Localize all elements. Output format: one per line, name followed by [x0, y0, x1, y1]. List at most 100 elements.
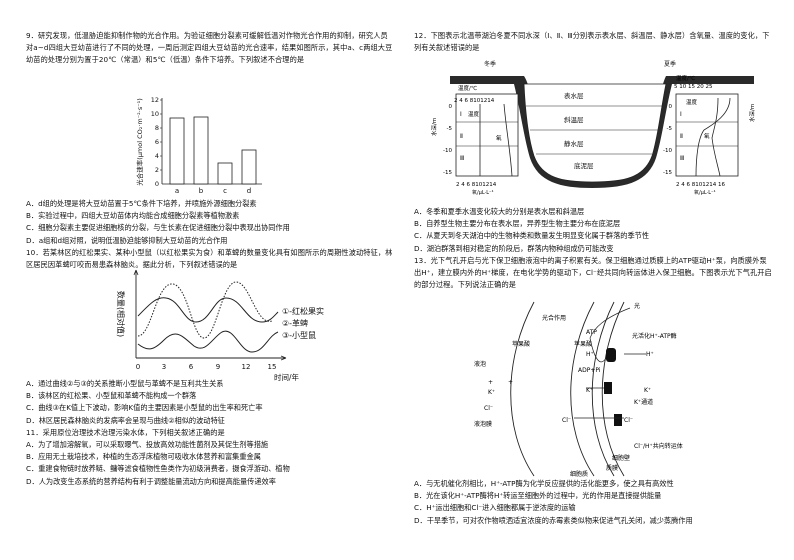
q13-cell-wall-label: 细胞壁: [612, 454, 630, 462]
q10-xtick: 3: [162, 363, 166, 371]
q12-summer-depth-tick: 0: [669, 104, 673, 110]
q13-light-label: 光: [634, 302, 640, 310]
q9-ytick: 2: [155, 166, 159, 174]
q9-option-c: C．细胞分裂素主要促进细胞核的分裂，与生长素在促进细胞分裂中表现出协同作用: [26, 223, 290, 233]
q10-option-c: C．曲线③在K值上下波动，影响K值的主要因素是小型鼠的出生率和死亡率: [26, 403, 263, 413]
q12-summer-label: 夏季: [664, 60, 676, 68]
q9-ytick: 6: [155, 138, 159, 146]
q10-option-a: A．通过曲线②与③的关系推断小型鼠与革蜱不是互利共生关系: [26, 379, 224, 388]
q9-option-a: A．d组的处理是将大豆幼苗置于5℃条件下培养，并喷施外源细胞分裂素: [26, 199, 257, 208]
q11-stem: 11．采用原位治理技术治理污染水体，下列相关叙述正确的是: [26, 427, 225, 437]
q12-winter-temp-ticks: 2 4 6 8101214: [454, 98, 495, 104]
q12-depth-tick: -5: [447, 126, 453, 132]
q12-stem: 12．下图表示北温带湖泊冬夏不同水深（Ⅰ、Ⅱ、Ⅲ分别表示表水层、斜温层、静水层）…: [414, 31, 770, 53]
q12-winter-temp-curve-label: 温度: [468, 110, 480, 118]
q12-option-c: C．从夏天到冬天湖泊中的生物种类和数量发生明显变化属于群落的季节性: [414, 231, 650, 241]
q12-depth-label: 水深/m: [430, 118, 438, 136]
q13-cl-cytoplasm: Cl⁻: [562, 417, 571, 424]
q13-option-a: A．与无机催化剂相比，H⁺-ATP酶为化学反应提供的活化能更多，使之具有高效性: [414, 479, 674, 488]
q13-malic-left: 苹果酸: [512, 340, 530, 348]
q12-winter-oxygen-curve-label: 氧: [496, 134, 502, 142]
q9-stem: 9．研究发现，低温胁迫能抑制作物的光合作用。为验证细胞分裂素可缓解低温对作物光合…: [26, 31, 393, 65]
q12-summer-depth-label: 水深/m: [748, 104, 756, 122]
q10-curve-pine-fruit: [137, 281, 273, 339]
q9-bar-b: [193, 116, 209, 185]
q12-winter-label: 冬季: [484, 60, 496, 68]
q9-bar-chart: 0 2 4 6 8 10 12 a b c: [135, 96, 262, 195]
q10-legend-mouse: ③-小型鼠: [282, 331, 316, 340]
q13-k-channel-label: K⁺通道: [634, 398, 653, 406]
q13-k-vacuole: K⁺: [488, 389, 495, 396]
q11-option-a: A．为了增加溶解氧，可以采取曝气、投放高效功能性菌剂及其促生剂等措施: [26, 440, 269, 450]
q9-bar-d: [241, 149, 257, 185]
q10-xtick: 6: [189, 363, 194, 371]
q12-winter-oxygen-ticks: 2 4 6 8101214: [456, 182, 497, 188]
q12-summer-temp-label: 温度/℃: [676, 74, 695, 82]
q12-depth-tick: -10: [443, 148, 452, 154]
q13-k-channel-shape: [604, 382, 612, 394]
q12-layer-surface-label: 表水层: [564, 91, 584, 100]
q13-adp-label: ADP+Pi: [578, 367, 601, 374]
left-column: 9．研究发现，低温胁迫能抑制作物的光合作用。为验证细胞分裂素可缓解低温对作物光合…: [26, 30, 394, 486]
q12-layer-thermocline-label: 斜温层: [564, 115, 584, 124]
q11-option-d: D．人为改变生态系统的营养结构有利于调整能量流动方向和提高能量传递效率: [26, 476, 276, 486]
q9-xtick: d: [247, 187, 251, 195]
q12-summer-depth-tick: -15: [663, 170, 672, 176]
q13-h-out-label: H⁺: [646, 351, 654, 358]
q9-xtick: b: [199, 187, 204, 195]
q13-stem: 13．光下气孔开启与光下保卫细胞液泡中的离子积累有关。保卫细胞通过质膜上的ATP…: [414, 255, 772, 290]
q9-option-d: D．a组和d组对照，说明低温胁迫能够抑制大豆幼苗的光合作用: [26, 235, 228, 245]
q12-summer-oxygen-curve-label: 氧: [704, 132, 710, 140]
q13-k-cytoplasm: K⁺: [586, 387, 593, 394]
q10-legend-pine: ①-红松果实: [282, 306, 324, 316]
q12-summer-roman-1: Ⅰ: [680, 111, 682, 118]
q9-bar-c: [217, 162, 233, 185]
q13-cotransporter-label: Cl⁻/H⁺共向转运体: [634, 442, 683, 450]
q12-lake-diagram: 冬季 夏季 表水层 斜温层 静水层 底泥层 温度/℃ 2 4 6 8101214…: [430, 60, 756, 196]
q10-curve-mouse: [137, 330, 279, 353]
q10-option-b: B．该林区的红松果、小型鼠和革蜱不能构成一个群落: [26, 391, 197, 401]
q10-legend-tick: ②-革蜱: [282, 318, 308, 328]
q12-layer-hypolimnion-label: 静水层: [564, 139, 584, 148]
q12-summer-roman-2: Ⅱ: [680, 133, 683, 140]
q10-option-d: D．林区居民森林脑炎的发病率会呈现与曲线②相似的波动特征: [26, 415, 225, 425]
q13-cotransporter-shape: [614, 414, 622, 426]
q13-h-in-label: H⁺: [586, 351, 594, 358]
q13-photosynthesis-label: 光合作用: [542, 314, 566, 322]
q9-ytick: 0: [155, 180, 159, 188]
q9-ytick: 8: [155, 124, 159, 132]
q9-option-b: B．实验过程中，四组大豆幼苗体内均能合成细胞分裂素等植物激素: [26, 211, 240, 221]
q13-atp-label: ATP: [586, 329, 597, 336]
q9-ylabel: 光合速率(μmol CO₂·m⁻²·s⁻¹): [135, 98, 144, 186]
q12-winter-oxygen-unit: 氧/μL·L⁻¹: [472, 189, 494, 196]
q10-xtick: 9: [216, 363, 220, 371]
q13-option-d: D．干旱季节，可对农作物喷洒适宜浓度的赤霉素类似物来促进气孔关闭，减少蒸腾作用: [414, 515, 693, 525]
q13-k-outside: K⁺: [644, 387, 651, 394]
q10-line-chart: 0 3 6 9 12 15 时间/年 数量(相对值) ①-红松果实 ②-革蜱 ③…: [116, 269, 324, 382]
q13-plus-left: +: [488, 379, 493, 386]
q9-xtick: c: [223, 187, 227, 195]
q13-cytoplasm-label: 细胞质: [570, 470, 588, 478]
q11-option-b: B．应用无土栽培技术，种植的生态浮床植物可吸收水体营养和富集重金属: [26, 452, 261, 462]
q12-summer-oxygen-ticks: 2 4 6 8101214 16: [676, 182, 725, 188]
q12-roman-2: Ⅱ: [460, 133, 463, 140]
q9-xtick: a: [175, 187, 179, 195]
q12-depth-tick: 0: [449, 104, 453, 110]
q13-cl-vacuole: Cl⁻: [484, 405, 493, 412]
q10-ylabel: 数量(相对值): [116, 291, 126, 337]
q13-plasma-label: 质膜: [606, 464, 618, 472]
q12-roman-1: Ⅰ: [460, 111, 462, 118]
q12-water: [523, 83, 667, 183]
q10-xlabel: 时间/年: [274, 372, 300, 382]
q12-summer-temp-ticks: 5 10 15 20 25: [674, 84, 713, 90]
q13-option-c: C．H⁺运出细胞和Cl⁻进入细胞都属于逆浓度的运输: [414, 503, 576, 513]
q9-ytick: 12: [151, 96, 159, 104]
q13-malic-right: 苹果酸: [574, 340, 592, 348]
right-column: 12．下图表示北温带湖泊冬夏不同水深（Ⅰ、Ⅱ、Ⅲ分别表示表水层、斜温层、静水层）…: [414, 30, 774, 525]
q11-option-c: C．重建食物链时放养鲢、鳙等滤食植物性鱼类作为初级消费者，摄食浮游动、植物: [26, 464, 290, 474]
q9-ytick: 10: [151, 110, 159, 118]
q13-pump-label: 光活化H⁺-ATP酶: [632, 332, 677, 340]
q13-tonoplast-label: 液泡膜: [474, 420, 492, 428]
q13-plus-right: +: [508, 379, 513, 386]
